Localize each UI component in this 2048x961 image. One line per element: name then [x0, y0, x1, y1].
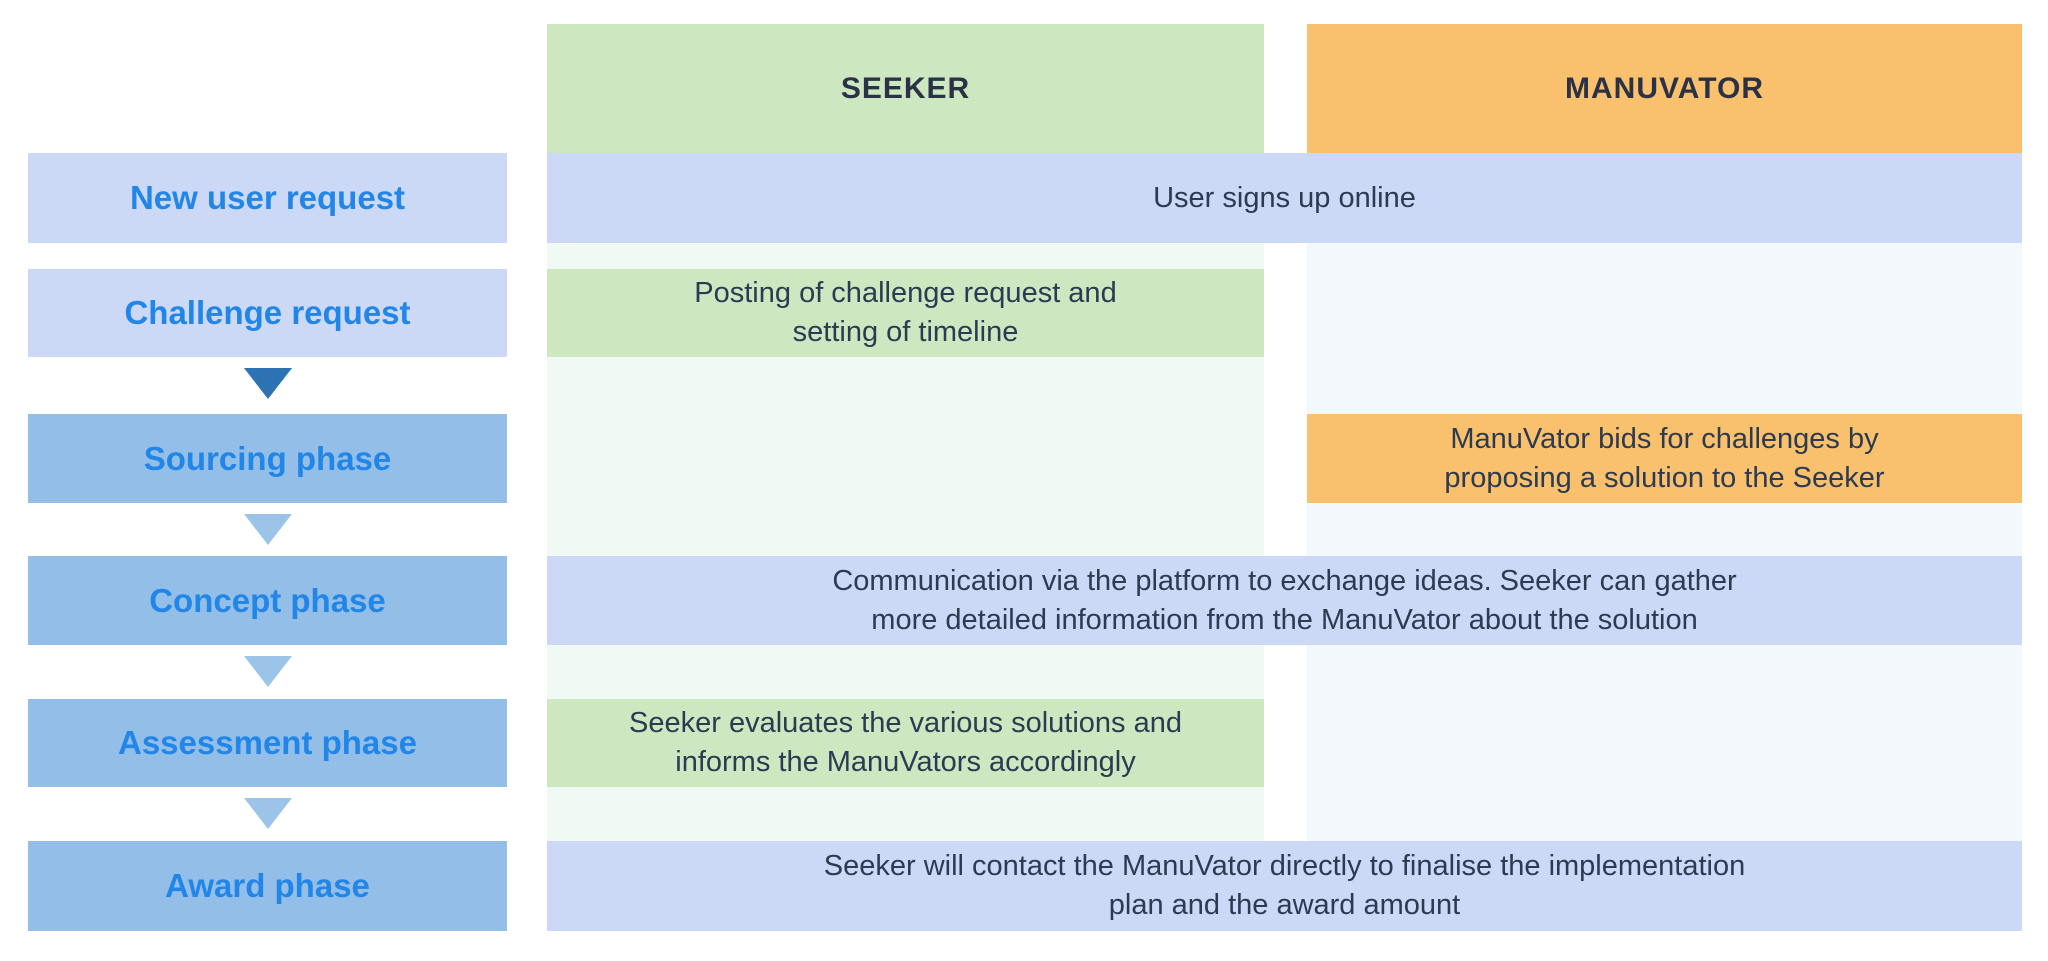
- phase-box-assessment-phase: Assessment phase: [28, 699, 507, 787]
- step-cell-manuvator-bids: ManuVator bids for challenges by proposi…: [1307, 414, 2022, 503]
- column-header-manuvator-label: MANUVATOR: [1565, 71, 1764, 105]
- step-cell-communication: Communication via the platform to exchan…: [547, 556, 2022, 645]
- arrow-down-icon: [244, 656, 292, 687]
- column-header-seeker-label: SEEKER: [840, 71, 971, 105]
- step-text-line: Posting of challenge request and: [694, 277, 1117, 309]
- step-text-line: ManuVator bids for challenges by: [1450, 422, 1879, 455]
- step-cell-posting-challenge: Posting of challenge request and setting…: [547, 269, 1264, 357]
- phase-label: Sourcing phase: [143, 439, 392, 477]
- column-header-manuvator: MANUVATOR: [1307, 24, 2022, 153]
- step-text-line: Communication via the platform to exchan…: [832, 564, 1737, 597]
- phase-box-award-phase: Award phase: [28, 841, 507, 931]
- step-text-line: more detailed information from the ManuV…: [871, 603, 1698, 636]
- phase-label: Assessment phase: [118, 724, 417, 761]
- step-cell-user-signup: User signs up online: [547, 153, 2022, 243]
- step-text-line: plan and the award amount: [1108, 889, 1461, 921]
- step-text-line: User signs up online: [1153, 181, 1416, 214]
- step-cell-award-contact: Seeker will contact the ManuVator direct…: [547, 841, 2022, 931]
- step-text-line: informs the ManuVators accordingly: [675, 746, 1136, 778]
- phase-label: Concept phase: [149, 581, 386, 619]
- arrow-down-icon: [244, 514, 292, 545]
- arrow-down-icon: [244, 798, 292, 829]
- phase-label: New user request: [129, 179, 406, 216]
- phase-box-challenge-request: Challenge request: [28, 269, 507, 357]
- step-text-line: Seeker evaluates the various solutions a…: [629, 707, 1182, 739]
- step-cell-seeker-evaluates: Seeker evaluates the various solutions a…: [547, 699, 1264, 787]
- arrow-down-icon: [244, 368, 292, 399]
- phase-box-sourcing-phase: Sourcing phase: [28, 414, 507, 503]
- step-text-line: Seeker will contact the ManuVator direct…: [823, 850, 1746, 882]
- phase-box-new-user-request: New user request: [28, 153, 507, 243]
- column-header-seeker: SEEKER: [547, 24, 1264, 153]
- step-text-line: proposing a solution to the Seeker: [1444, 461, 1885, 494]
- phase-label: Challenge request: [124, 294, 411, 331]
- manuvator-column-track: [1307, 153, 2022, 931]
- phase-label: Award phase: [165, 867, 370, 904]
- phase-box-concept-phase: Concept phase: [28, 556, 507, 645]
- step-text-line: setting of timeline: [792, 316, 1019, 348]
